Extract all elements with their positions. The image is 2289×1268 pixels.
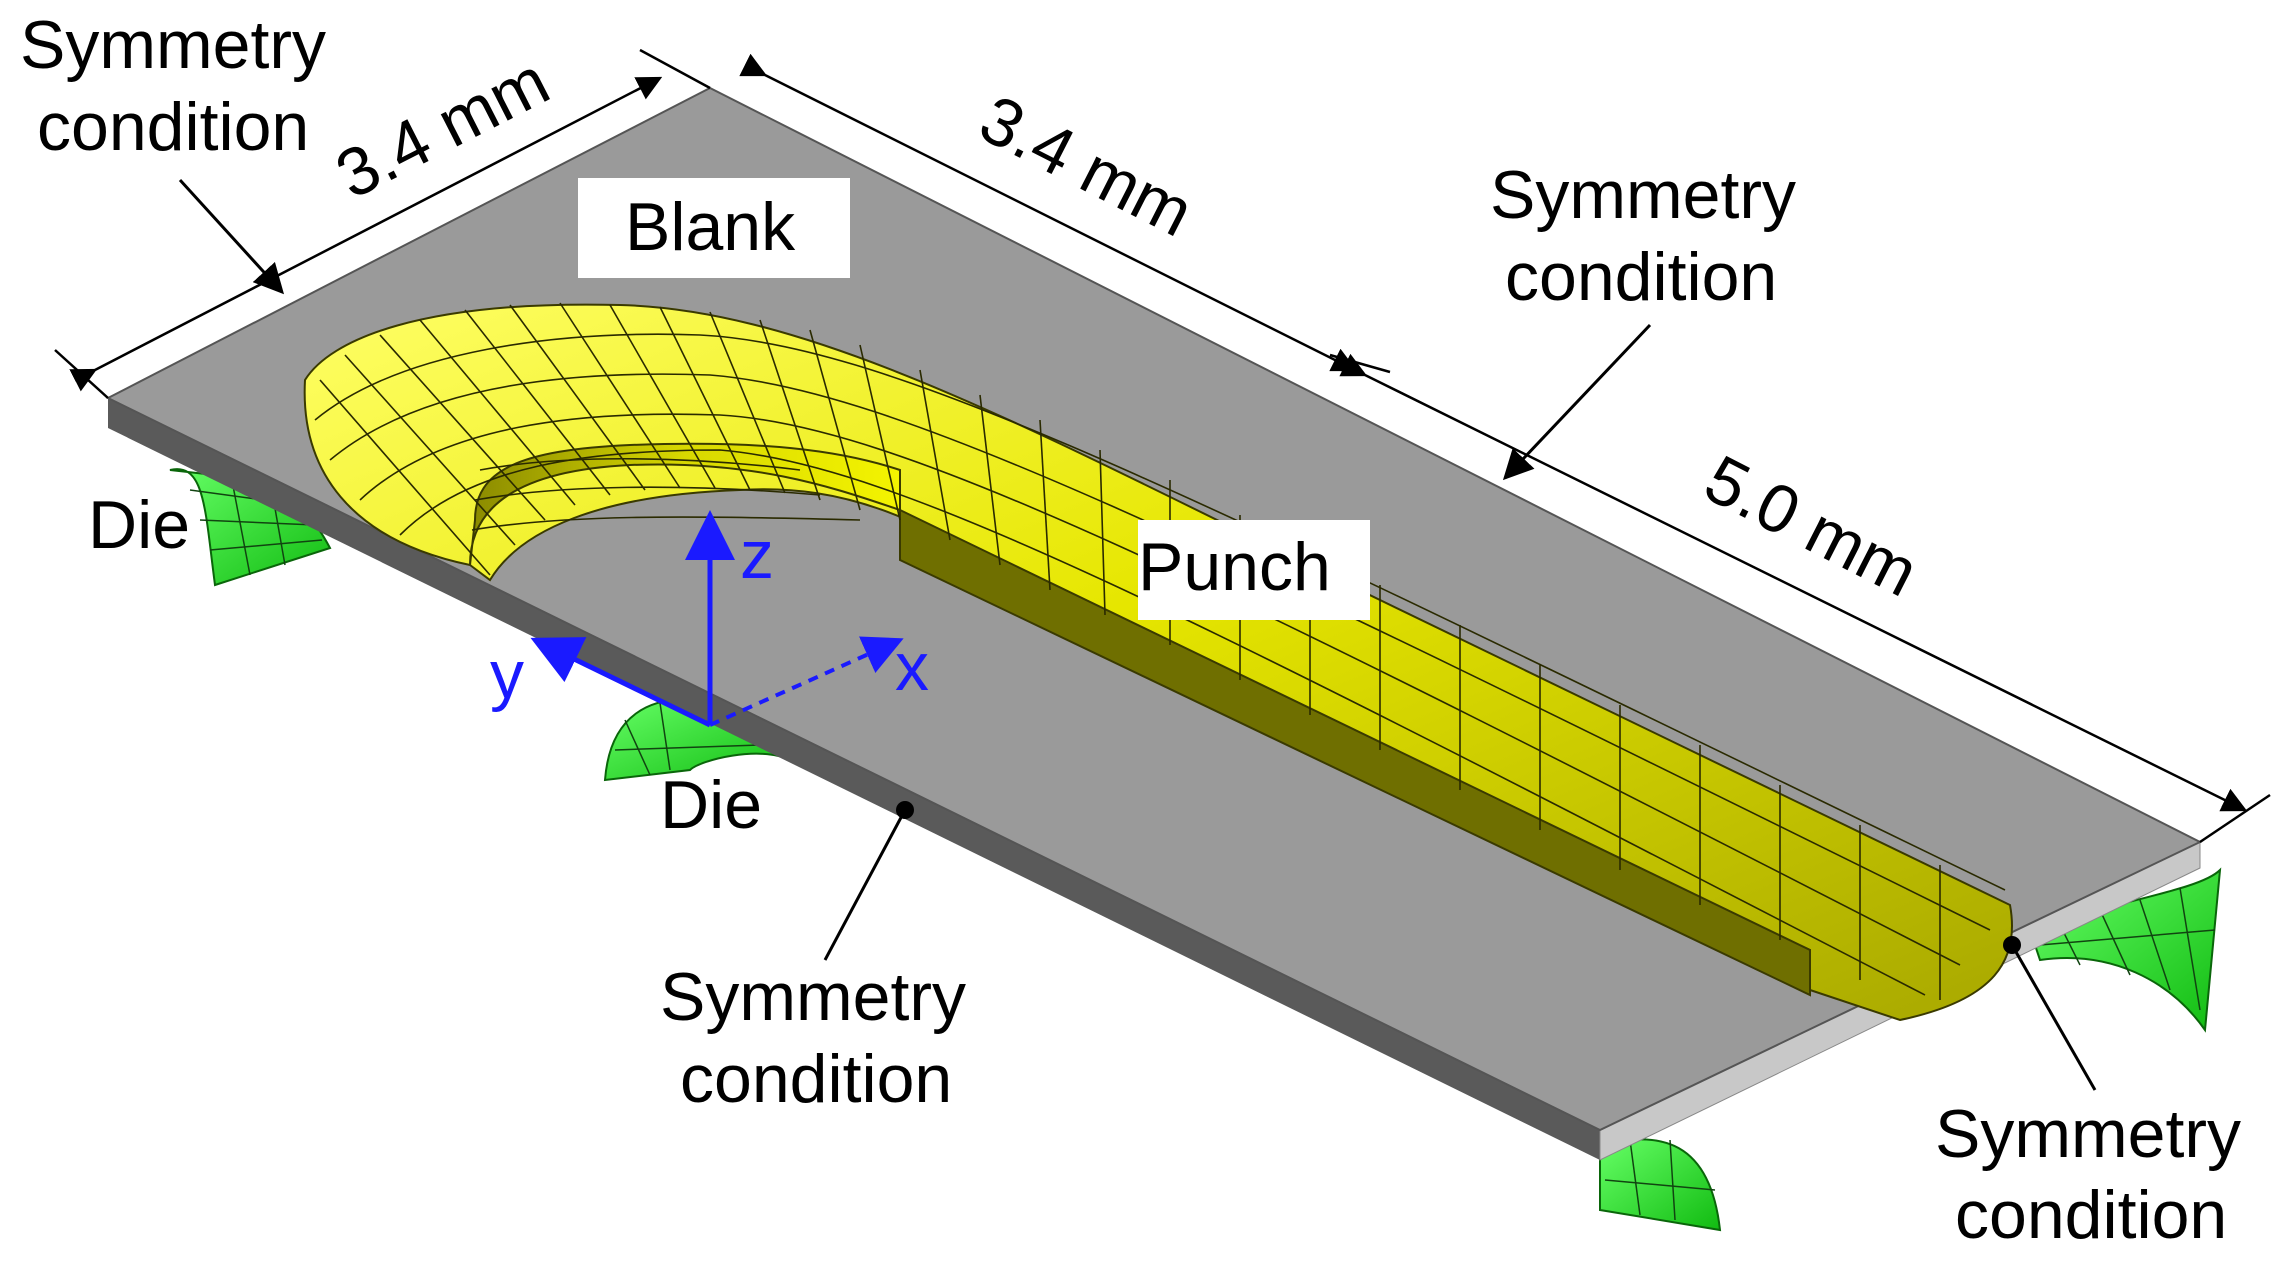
punch-label-text: Punch (1138, 529, 1331, 605)
z-axis-label: z (740, 517, 774, 593)
dim-label-width-top: 3.4 mm (968, 81, 1205, 252)
symmetry-callout-bottom-right: Symmetry condition (1935, 936, 2241, 1253)
coordinate-axes: z y x (490, 510, 929, 728)
symmetry-bottom-center-line1: Symmetry (660, 959, 966, 1035)
dimension-lines (54, 48, 2271, 844)
symmetry-bottom-right-line1: Symmetry (1935, 1096, 2241, 1172)
die-bottom (1599, 1138, 1722, 1232)
y-axis-label: y (490, 637, 524, 713)
dim-line-length-right (1339, 353, 2248, 812)
symmetry-callout-top-left: Symmetry condition (20, 7, 326, 295)
dim-line-width-top (739, 53, 1358, 372)
blank-label-text: Blank (625, 189, 796, 265)
punch-label: Punch (1138, 520, 1370, 620)
dim-line-width-left (69, 76, 663, 392)
die-left-label: Die (88, 487, 190, 563)
symmetry-top-right-line2: condition (1505, 239, 1777, 315)
y-axis (530, 637, 712, 728)
symmetry-top-left-line1: Symmetry (20, 7, 326, 83)
dim-label-length-right: 5.0 mm (1693, 441, 1930, 612)
symmetry-top-right-line1: Symmetry (1490, 157, 1796, 233)
symmetry-bottom-right-line2: condition (1955, 1177, 2227, 1253)
symmetry-top-left-line2: condition (37, 89, 309, 165)
die-center-label: Die (660, 767, 762, 843)
symmetry-bottom-center-line2: condition (680, 1041, 952, 1117)
symmetry-callout-top-right: Symmetry condition (1490, 157, 1796, 481)
symmetry-callout-bottom-center: Symmetry condition (660, 801, 966, 1117)
x-axis-label: x (895, 629, 929, 705)
blank-label: Blank (578, 178, 850, 278)
